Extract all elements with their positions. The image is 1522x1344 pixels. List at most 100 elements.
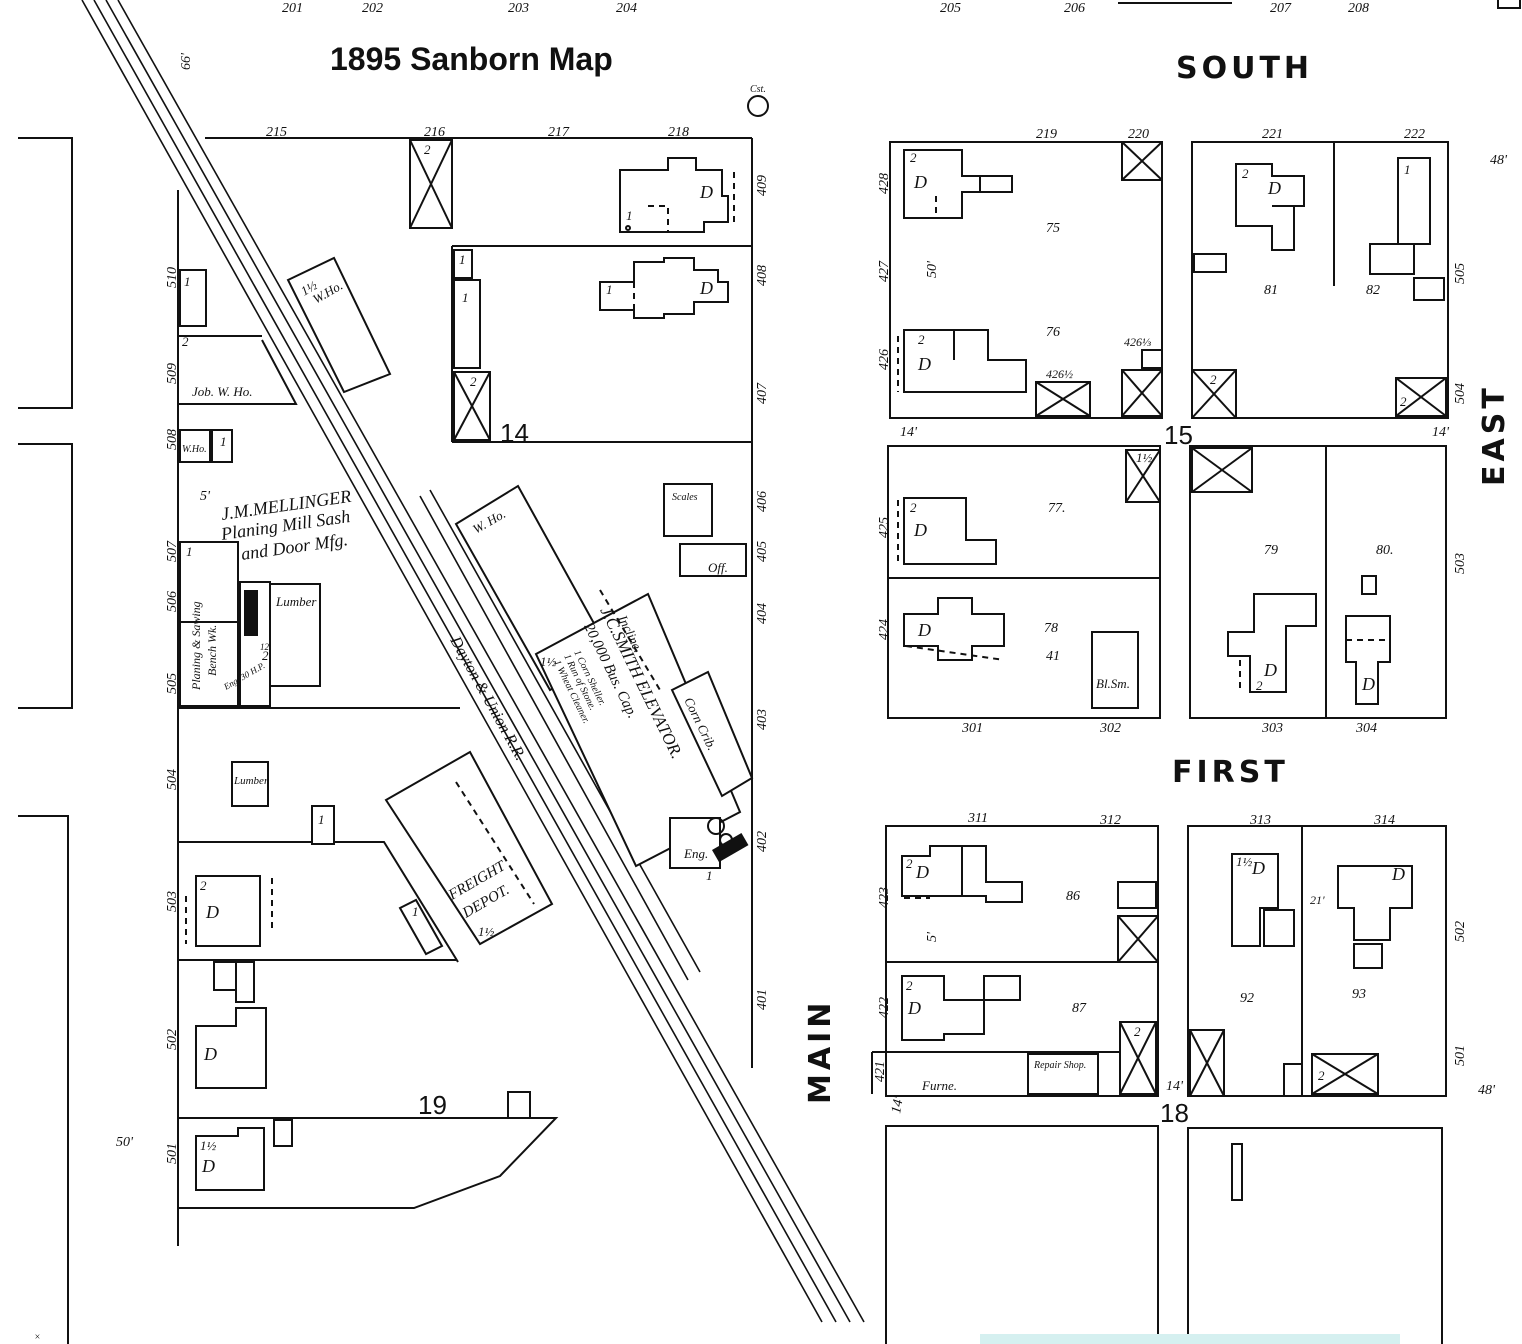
block-lot: 76 [1046, 325, 1060, 340]
dwelling [195, 1127, 265, 1191]
block-lot: 77. [1048, 501, 1066, 516]
dwelling-code: D [1361, 674, 1375, 694]
lot-number: 510 [165, 267, 180, 288]
story-count: 1 [626, 208, 633, 223]
dwelling [903, 597, 1005, 661]
cistern-label: Cst. [750, 84, 766, 95]
cistern-symbol [747, 95, 769, 117]
planing-label: Bench Wk. [205, 625, 219, 676]
dwelling-code: D [203, 1044, 217, 1064]
bottom-blocks [885, 1125, 1443, 1344]
dimension: 14' [1432, 425, 1450, 440]
story-count: 2 [1242, 166, 1249, 181]
lot-number: 313 [1249, 813, 1271, 828]
dwelling-code: D [907, 998, 921, 1018]
story-count: 2 [1400, 394, 1407, 409]
story-count: 1½ [540, 654, 557, 669]
lot-number: 501 [165, 1143, 180, 1164]
story-count: 2 [182, 334, 189, 349]
block-lot: 75 [1046, 221, 1060, 236]
lot-number: 407 [755, 382, 770, 404]
lot-number: 312 [1099, 813, 1121, 828]
story-count: 1 [186, 544, 193, 559]
story-count: 1 [459, 252, 466, 267]
dwelling-code: D [1391, 864, 1405, 884]
lot-number: 404 [755, 603, 770, 624]
dwelling [195, 875, 261, 947]
lot-number: 314 [1373, 813, 1395, 828]
story-count: 1 [412, 904, 419, 919]
lot-number: 509 [165, 363, 180, 384]
left-edge-blocks [18, 137, 73, 1344]
dwelling-code: D [917, 620, 931, 640]
lot-number: 504 [1453, 383, 1468, 404]
dwelling-code: D [917, 354, 931, 374]
story-count: 1 [184, 274, 191, 289]
story-count: 1 [220, 434, 227, 449]
lot-number: 427 [877, 260, 892, 282]
dwelling-code: D [915, 862, 929, 882]
story-count: 2 [910, 500, 917, 515]
story-count: 1½ [1236, 854, 1253, 869]
lot-number: 424 [877, 619, 892, 640]
lot-number: 426½ [1046, 367, 1073, 381]
block-lot: 79 [1264, 543, 1278, 558]
lot-number: 409 [755, 175, 770, 196]
dwelling [1345, 615, 1391, 705]
dimension: 48' [1490, 153, 1508, 168]
tick-mark: × [34, 1332, 41, 1343]
lot-number: 304 [1355, 721, 1377, 736]
block-lot: 82 [1366, 283, 1380, 298]
planing-label: Planing & Sawing [189, 601, 203, 691]
story-count: 1 [606, 282, 613, 297]
dimension: 5' [925, 931, 940, 942]
dimension-50: 50' [116, 1135, 134, 1150]
lot-number: 502 [165, 1029, 180, 1050]
lot-number: 421 [873, 1061, 888, 1082]
block-lot: 93 [1352, 987, 1366, 1002]
blacksmith-label: Bl.Sm. [1096, 676, 1130, 691]
dwelling [901, 975, 1021, 1041]
block-lot: 41 [1046, 649, 1060, 664]
dwelling-code: D [913, 172, 927, 192]
street-first: FIRST [1172, 755, 1289, 790]
lot-number: 503 [165, 891, 180, 912]
lot-number: 217 [548, 125, 570, 140]
blacksmith [1091, 631, 1139, 709]
main-west-lot-numbers: 409 408 407 406 405 404 403 402 401 [755, 175, 770, 1010]
dwelling [619, 157, 729, 233]
story-count: 1 [706, 868, 713, 883]
lot-number: 204 [616, 1, 637, 16]
story-count: 1 [1404, 162, 1411, 177]
lot-number: 408 [755, 265, 770, 286]
block-lot: 81 [1264, 283, 1278, 298]
railroad-label: Dayton & Union R.R. [446, 633, 529, 764]
story-count: 2 [918, 332, 925, 347]
dwelling-code: D [913, 520, 927, 540]
lot-number: 507 [165, 540, 180, 562]
lot-number: 502 [1453, 921, 1468, 942]
scales [663, 483, 713, 537]
dwelling [1337, 865, 1413, 941]
dwelling-code: D [205, 902, 219, 922]
lot-number: 508 [165, 429, 180, 450]
dimension: 5' [200, 489, 211, 504]
top-lot-numbers: 201 202 203 204 205 206 207 208 [282, 1, 1369, 16]
lot-number: 202 [362, 1, 383, 16]
block-18 [871, 825, 1447, 1097]
story-count: 2 [424, 142, 431, 157]
story-count: 1½ [298, 277, 320, 298]
lot-number: 422 [877, 997, 892, 1018]
dwelling [1231, 853, 1279, 947]
lot-number: 219 [1036, 127, 1057, 142]
office-label: Off. [708, 560, 728, 575]
street-east: EAST [1477, 384, 1512, 486]
story-count: 2 [906, 856, 913, 871]
story-count: 1½ [478, 924, 495, 939]
lot-number: 301 [961, 721, 983, 736]
story-count: 2 [910, 150, 917, 165]
lot-number: 505 [165, 673, 180, 694]
lot-number: 207 [1270, 1, 1292, 16]
story-count: 2 [1318, 1068, 1325, 1083]
dimension: 14' [900, 425, 918, 440]
